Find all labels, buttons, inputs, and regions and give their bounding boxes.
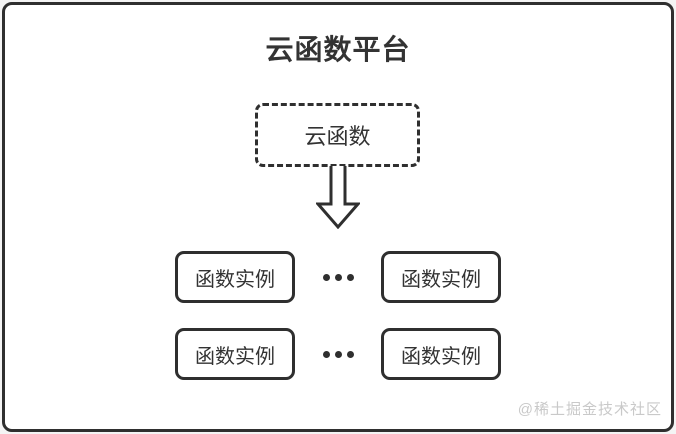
function-instance-label: 函数实例	[401, 345, 481, 368]
cloud-function-label: 云函数	[304, 124, 371, 149]
function-instance-label: 函数实例	[195, 268, 275, 291]
function-instance-box: 函数实例	[175, 328, 295, 380]
down-arrow-icon	[316, 166, 360, 229]
ellipsis-dots-icon	[322, 273, 354, 281]
page-title: 云函数平台	[265, 34, 411, 65]
watermark: @稀土掘金技术社区	[517, 401, 662, 418]
ellipsis-dots-icon	[322, 350, 354, 358]
function-instance-label: 函数实例	[401, 268, 481, 291]
function-instance-box: 函数实例	[381, 251, 501, 303]
cloud-function-box: 云函数	[255, 103, 420, 167]
instance-row: 函数实例 函数实例	[175, 328, 501, 380]
instance-row: 函数实例 函数实例	[175, 251, 501, 303]
function-instance-box: 函数实例	[175, 251, 295, 303]
function-instance-label: 函数实例	[195, 345, 275, 368]
function-instance-box: 函数实例	[381, 328, 501, 380]
